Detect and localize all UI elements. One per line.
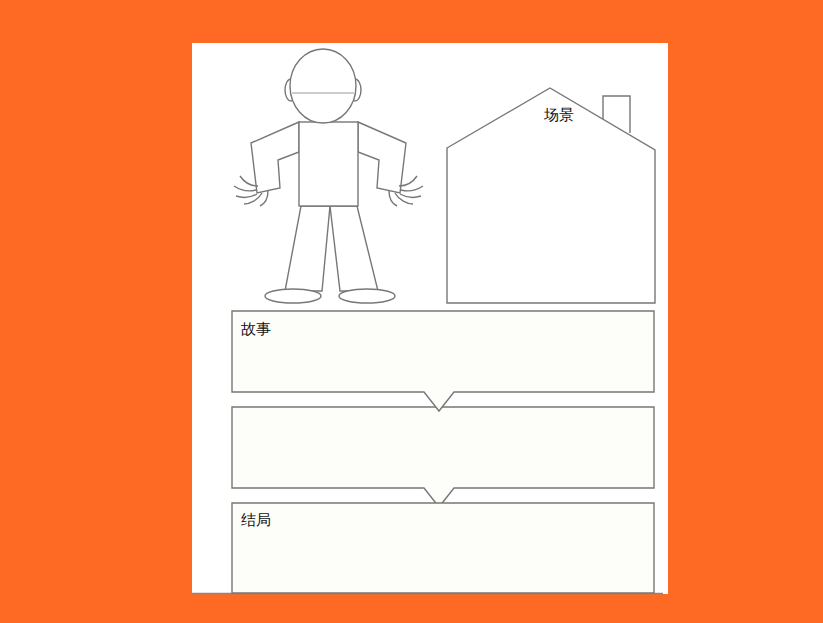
box-label: 场景: [544, 106, 574, 124]
right-arm: [358, 122, 406, 193]
right-hand: [389, 176, 423, 206]
right-foot: [339, 289, 395, 303]
right-leg: [330, 206, 378, 291]
box-label: 结局: [241, 511, 271, 529]
notch-shape: [232, 311, 654, 411]
face-line: [292, 92, 354, 93]
body: [299, 122, 358, 206]
notch-outline: [232, 311, 654, 392]
house-shape: [447, 88, 655, 303]
left-leg: [285, 206, 330, 291]
rect-shape: [232, 503, 654, 593]
ending-box: 结局: [232, 503, 654, 593]
story-box: 故事: [232, 311, 654, 392]
head: [290, 49, 356, 123]
left-arm: [251, 122, 299, 193]
worksheet-page: [192, 43, 668, 594]
box-label: 故事: [241, 320, 271, 338]
person-figure: [234, 49, 423, 303]
left-hand: [234, 176, 268, 206]
left-foot: [265, 289, 321, 303]
story-box: [232, 407, 654, 507]
rect-outline: [232, 503, 654, 593]
setting-house: 场景: [447, 88, 655, 303]
